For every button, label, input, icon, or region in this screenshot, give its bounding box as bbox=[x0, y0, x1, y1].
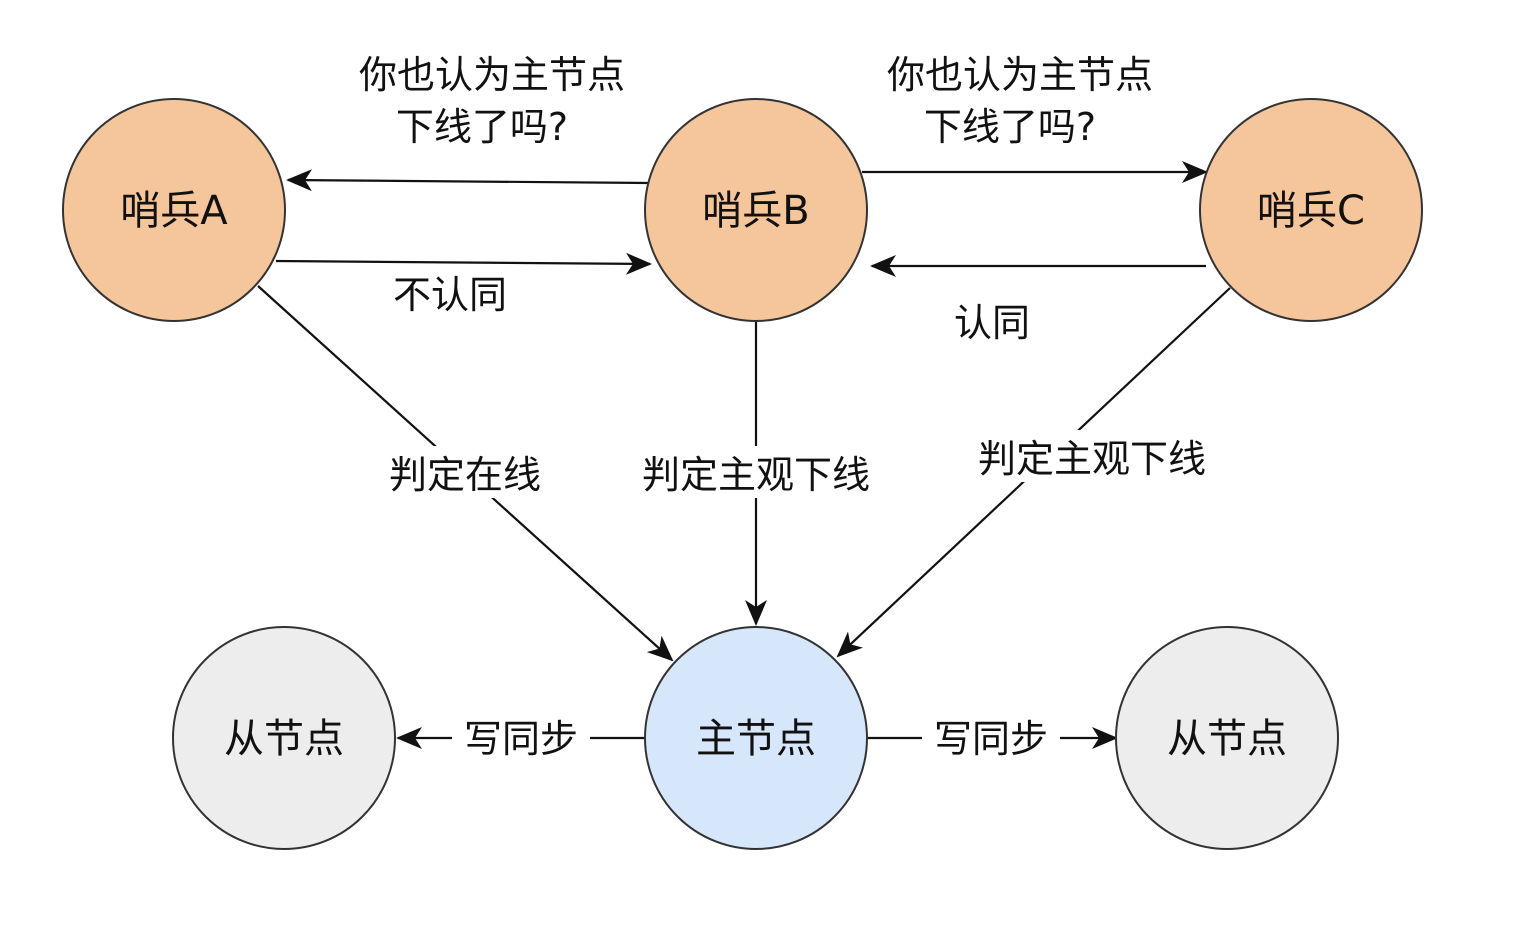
edge-a-to-b-reply bbox=[275, 252, 652, 275]
edge-label-b-to-a-query-line1: 你也认为主节点 bbox=[359, 53, 625, 97]
edge-label-c-to-b-reply: 认同 bbox=[954, 301, 1030, 345]
node-sentinel-a: 哨兵A bbox=[62, 98, 286, 322]
edge-label-master-to-left-replica: 写同步 bbox=[464, 717, 578, 761]
edge-label-b-to-c-query-line2: 下线了吗? bbox=[924, 105, 1096, 149]
node-sentinel-c: 哨兵C bbox=[1199, 98, 1423, 322]
edge-label-b-to-a-query-line2: 下线了吗? bbox=[396, 105, 568, 149]
edge-label-a-to-b-reply: 不认同 bbox=[393, 273, 507, 317]
node-replica-right-circle bbox=[1115, 626, 1339, 850]
node-replica-right: 从节点 bbox=[1115, 626, 1339, 850]
edge-label-c-to-master: 判定主观下线 bbox=[978, 437, 1206, 481]
node-sentinel-c-circle bbox=[1199, 98, 1423, 322]
edge-label-b-to-master: 判定主观下线 bbox=[642, 453, 870, 497]
edge-label-a-to-master: 判定在线 bbox=[389, 453, 541, 497]
edge-label-master-to-right-replica: 写同步 bbox=[934, 717, 1048, 761]
node-sentinel-b: 哨兵B bbox=[644, 98, 868, 322]
node-replica-left-label: 从节点 bbox=[224, 716, 344, 762]
node-replica-left: 从节点 bbox=[172, 626, 396, 850]
node-sentinel-b-circle bbox=[644, 98, 868, 322]
node-sentinel-c-label: 哨兵C bbox=[1257, 188, 1365, 234]
node-master: 主节点 bbox=[644, 626, 868, 850]
edge-b-to-a-query bbox=[286, 169, 649, 192]
edge-label-b-to-c-query-line1: 你也认为主节点 bbox=[887, 53, 1153, 97]
node-sentinel-b-label: 哨兵B bbox=[702, 188, 809, 234]
node-master-label: 主节点 bbox=[696, 716, 816, 762]
node-replica-right-label: 从节点 bbox=[1167, 716, 1287, 762]
node-sentinel-a-circle bbox=[62, 98, 286, 322]
node-replica-left-circle bbox=[172, 626, 396, 850]
node-sentinel-a-label: 哨兵A bbox=[120, 188, 228, 234]
node-master-circle bbox=[644, 626, 868, 850]
